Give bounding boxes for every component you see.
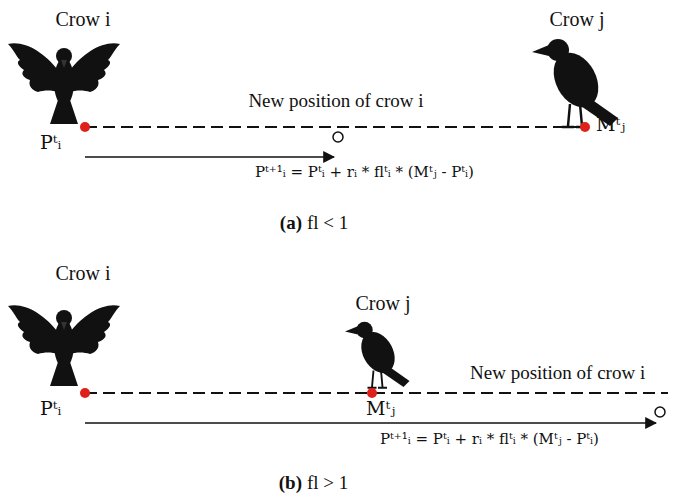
crow-name: Crow i (56, 262, 111, 285)
point-label: Pᵗᵢ (40, 132, 61, 154)
panel-caption: fl < 1 (307, 212, 348, 234)
position-dot (367, 388, 377, 398)
update-formula: Pᵗ⁺¹ᵢ = Pᵗᵢ + rᵢ * flᵗᵢ * (Mᵗⱼ - Pᵗᵢ) (255, 164, 474, 181)
dashed-line (85, 126, 585, 128)
position-dot (80, 122, 90, 132)
position-dot (80, 388, 90, 398)
panel-caption: (b) (279, 472, 302, 494)
point-label: Mᵗⱼ (366, 398, 395, 420)
new-position-circle (333, 132, 343, 142)
position-note: New position of crow i (248, 90, 423, 112)
crow-name: Crow j (356, 292, 411, 315)
crow-illustration (345, 322, 410, 388)
crow-illustration (8, 43, 120, 124)
panel-caption: (a) (280, 212, 302, 234)
point-label: Pᵗᵢ (40, 398, 61, 420)
move-arrow (85, 156, 334, 158)
position-dot (580, 122, 590, 132)
position-note: New position of crow i (470, 362, 645, 384)
crow-illustration (8, 305, 120, 386)
crow-name: Crow j (550, 8, 605, 31)
update-formula: Pᵗ⁺¹ᵢ = Pᵗᵢ + rᵢ * flᵗᵢ * (Mᵗⱼ - Pᵗᵢ) (380, 431, 599, 448)
move-arrow (85, 422, 656, 424)
point-label: Mᵗⱼ (596, 114, 625, 136)
new-position-circle (655, 407, 665, 417)
panel-caption: fl > 1 (307, 472, 348, 494)
crow-name: Crow i (56, 8, 111, 31)
